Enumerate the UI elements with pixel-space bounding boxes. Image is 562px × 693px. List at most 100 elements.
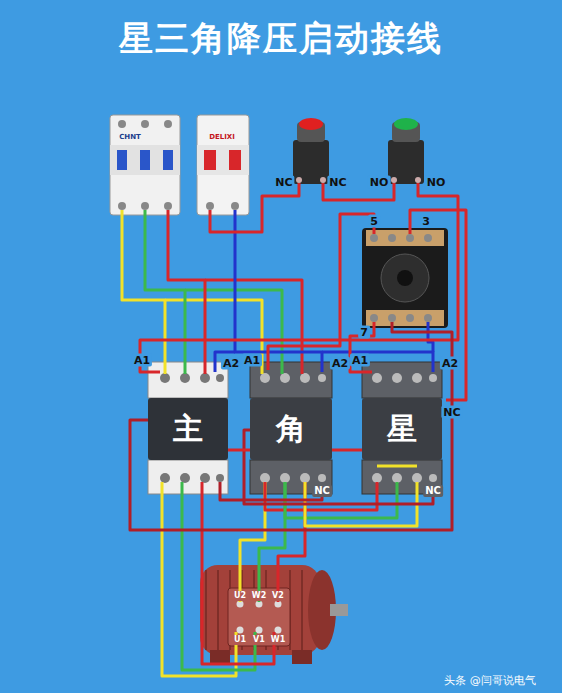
- star-contactor-body: [412, 373, 422, 383]
- star-contactor-body: [412, 473, 422, 483]
- motor: [237, 627, 244, 634]
- power-wires: [205, 280, 302, 374]
- motor: [205, 570, 207, 650]
- terminal-label: NC: [441, 406, 462, 419]
- terminal-label: NC: [273, 176, 294, 189]
- two-pole-breaker: [206, 202, 214, 210]
- two-pole-breaker: [229, 150, 241, 170]
- title: 星三角降压启动接线: [0, 16, 562, 62]
- stop-button: [296, 177, 302, 183]
- terminal-label: NO: [368, 176, 391, 189]
- delta-contactor-body: [300, 473, 310, 483]
- control-wires: [130, 183, 466, 530]
- three-pole-breaker: [164, 202, 172, 210]
- time-relay: [406, 314, 414, 322]
- watermark: 头条 @闫哥说电气: [442, 674, 538, 687]
- time-relay: [381, 254, 429, 302]
- main-contactor-body: [160, 373, 170, 383]
- motor: [292, 650, 312, 664]
- terminal-label: NC: [327, 176, 348, 189]
- terminal-label: A1: [350, 354, 370, 367]
- three-pole-breaker: [118, 120, 126, 128]
- stop-button: [299, 118, 323, 130]
- power-wires: [162, 482, 236, 676]
- time-relay: [366, 310, 444, 326]
- start-button: [415, 177, 421, 183]
- start-button: [391, 177, 397, 183]
- three-pole-breaker: [117, 150, 127, 170]
- start-button: [388, 118, 424, 184]
- delta-contactor: 角: [250, 398, 332, 460]
- two-pole-breaker: [197, 115, 249, 215]
- motor: [301, 570, 303, 650]
- terminal-label: 3: [420, 215, 432, 228]
- main-contactor-body: [216, 374, 224, 382]
- control-wires: [220, 482, 322, 500]
- power-wires: [202, 482, 274, 664]
- terminal-label: V2: [270, 591, 286, 601]
- star-contactor-body: [392, 373, 402, 383]
- delta-contactor-body: [250, 362, 332, 494]
- terminal-label: 5: [368, 215, 380, 228]
- terminal-label: 7: [358, 326, 370, 339]
- three-pole-breaker: [163, 150, 173, 170]
- terminal-label: NC: [423, 485, 443, 497]
- three-pole-breaker: [110, 145, 180, 175]
- star-contactor-body: [362, 362, 442, 494]
- terminal-label: V1: [251, 635, 267, 645]
- delta-contactor-body: [318, 374, 326, 382]
- time-relay: [362, 228, 448, 328]
- motor: [330, 604, 348, 616]
- main-contactor-body: [148, 460, 228, 494]
- three-pole-breaker: [141, 202, 149, 210]
- main-contactor-body: [160, 473, 170, 483]
- time-relay: [388, 314, 396, 322]
- power-wires: [165, 300, 262, 374]
- wire-link: [228, 449, 250, 452]
- terminal-label: A2: [440, 357, 460, 370]
- power-wires: [168, 210, 205, 374]
- star-contactor-body: [372, 373, 382, 383]
- terminal-label: W2: [250, 591, 268, 601]
- delta-contactor-body: [280, 373, 290, 383]
- time-relay: [406, 234, 414, 242]
- main-contactor-body: [200, 373, 210, 383]
- terminal-label: A2: [330, 357, 350, 370]
- star-contactor-body: [392, 473, 402, 483]
- stop-button: [293, 118, 329, 184]
- main-contactor-body: [216, 474, 224, 482]
- time-relay: [388, 234, 396, 242]
- start-button: [388, 140, 424, 184]
- two-pole-breaker: [204, 150, 216, 170]
- star-contactor: 星: [362, 398, 442, 460]
- control-wires: [350, 322, 374, 372]
- three-pole-breaker: [140, 150, 150, 170]
- star-contactor-body: [429, 374, 437, 382]
- start-button: [394, 118, 418, 130]
- wire-link: [332, 449, 362, 452]
- two-pole-breaker: [197, 115, 249, 215]
- delta-contactor-body: [300, 373, 310, 383]
- brand-text: DELIXI: [207, 133, 237, 142]
- time-relay: [370, 234, 378, 242]
- star-contactor-body: [362, 362, 442, 398]
- three-pole-breaker: [164, 120, 172, 128]
- stop-button: [320, 177, 326, 183]
- terminal-label: U1: [232, 635, 248, 645]
- delta-contactor-body: [280, 473, 290, 483]
- power-wires: [265, 482, 377, 510]
- three-pole-breaker: [110, 115, 180, 215]
- terminal-label: A1: [132, 354, 152, 367]
- time-relay: [424, 314, 432, 322]
- motor: [228, 588, 290, 646]
- three-pole-breaker: [118, 202, 126, 210]
- time-relay: [370, 314, 378, 322]
- motor: [206, 570, 302, 650]
- delta-contactor-body: [260, 473, 270, 483]
- power-wires: [377, 465, 417, 468]
- star-contactor-body: [372, 473, 382, 483]
- time-relay: [366, 230, 444, 246]
- main-contactor-body: [200, 473, 210, 483]
